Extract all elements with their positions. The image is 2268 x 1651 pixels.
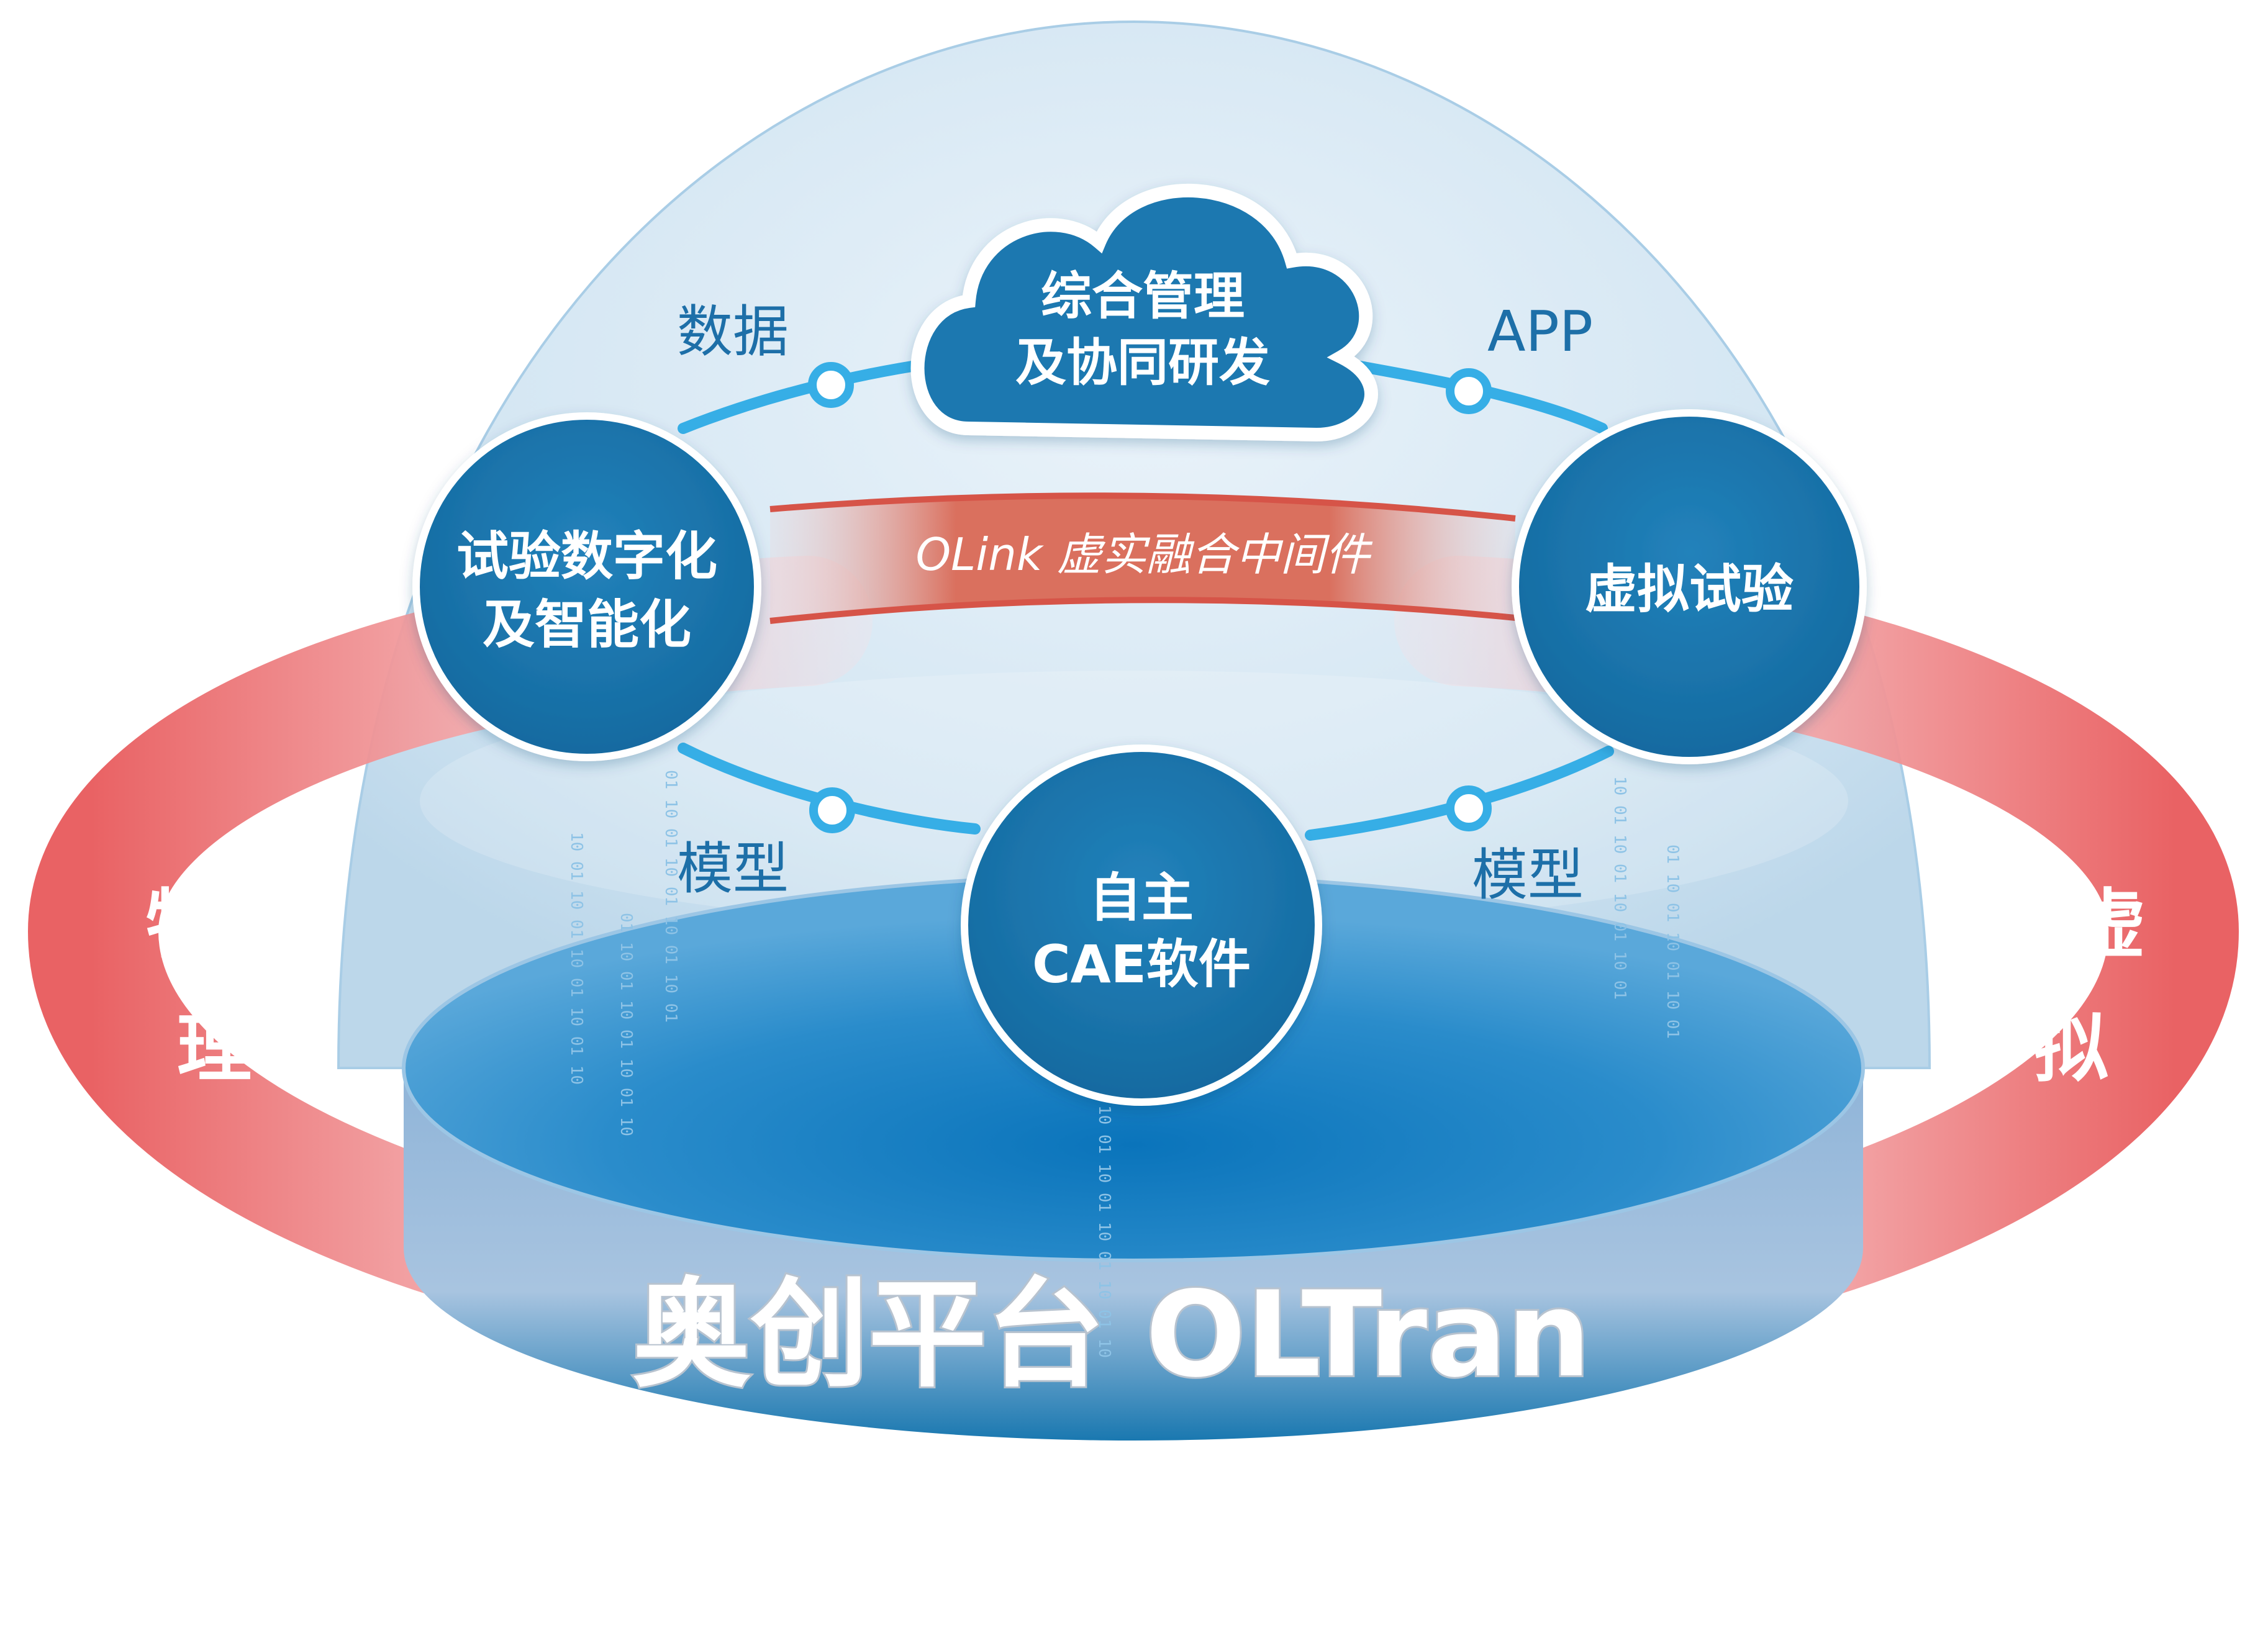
link-label-model-left: 模型 (677, 836, 789, 902)
binary-stream: 01 10 01 10 01 10 01 10 01 (661, 770, 680, 1023)
binary-stream: 01 10 01 10 01 10 01 (1663, 844, 1682, 1039)
ring-label-virtual-1: 虚 (2071, 882, 2146, 968)
cloud-hub (910, 184, 1378, 442)
node-dot-bottom-right (1446, 785, 1492, 831)
cloud-hub-line2: 及协同研发 (1015, 333, 1270, 392)
binary-streams: 01 10 01 10 01 10 01 10 01 10 01 10 01 1… (567, 770, 1682, 1358)
left-hub (412, 412, 761, 761)
cloud-hub-line1: 综合管理 (1041, 267, 1245, 326)
left-hub-line1: 试验数字化 (456, 526, 717, 587)
left-hub-line2: 及智能化 (483, 594, 691, 655)
bottom-hub (961, 744, 1322, 1106)
node-dot-top-right (1446, 368, 1492, 414)
middleware-label: OLink 虚实融合中间件 (915, 528, 1372, 581)
ring-label-physical-1: 物 (146, 882, 220, 968)
bottom-hub-line1: 自主 (1089, 867, 1194, 928)
middleware-band: OLink 虚实融合中间件 (769, 492, 1516, 624)
node-dot-top-left (808, 362, 854, 408)
ring-label-physical-2: 理 (177, 1006, 252, 1092)
right-hub (1512, 409, 1867, 764)
link-label-model-right: 模型 (1472, 843, 1584, 908)
link-label-data: 数据 (677, 299, 789, 364)
binary-stream: 10 01 10 01 10 01 10 01 (1610, 776, 1629, 1000)
platform-title: 奥创平台 OLTran (632, 1266, 1590, 1403)
ring-label-virtual-2: 拟 (2034, 1006, 2108, 1092)
binary-stream: 01 10 01 10 01 10 01 10 (617, 913, 635, 1136)
node-dot-bottom-left (809, 787, 855, 833)
binary-stream: 10 01 10 01 10 01 10 01 10 (567, 832, 586, 1085)
binary-stream: 10 01 10 01 10 01 10 01 10 (1095, 1105, 1114, 1358)
link-label-app: APP (1487, 299, 1593, 364)
bottom-hub-line2: CAE软件 (1032, 934, 1251, 995)
right-hub-line1: 虚拟试验 (1585, 559, 1794, 620)
